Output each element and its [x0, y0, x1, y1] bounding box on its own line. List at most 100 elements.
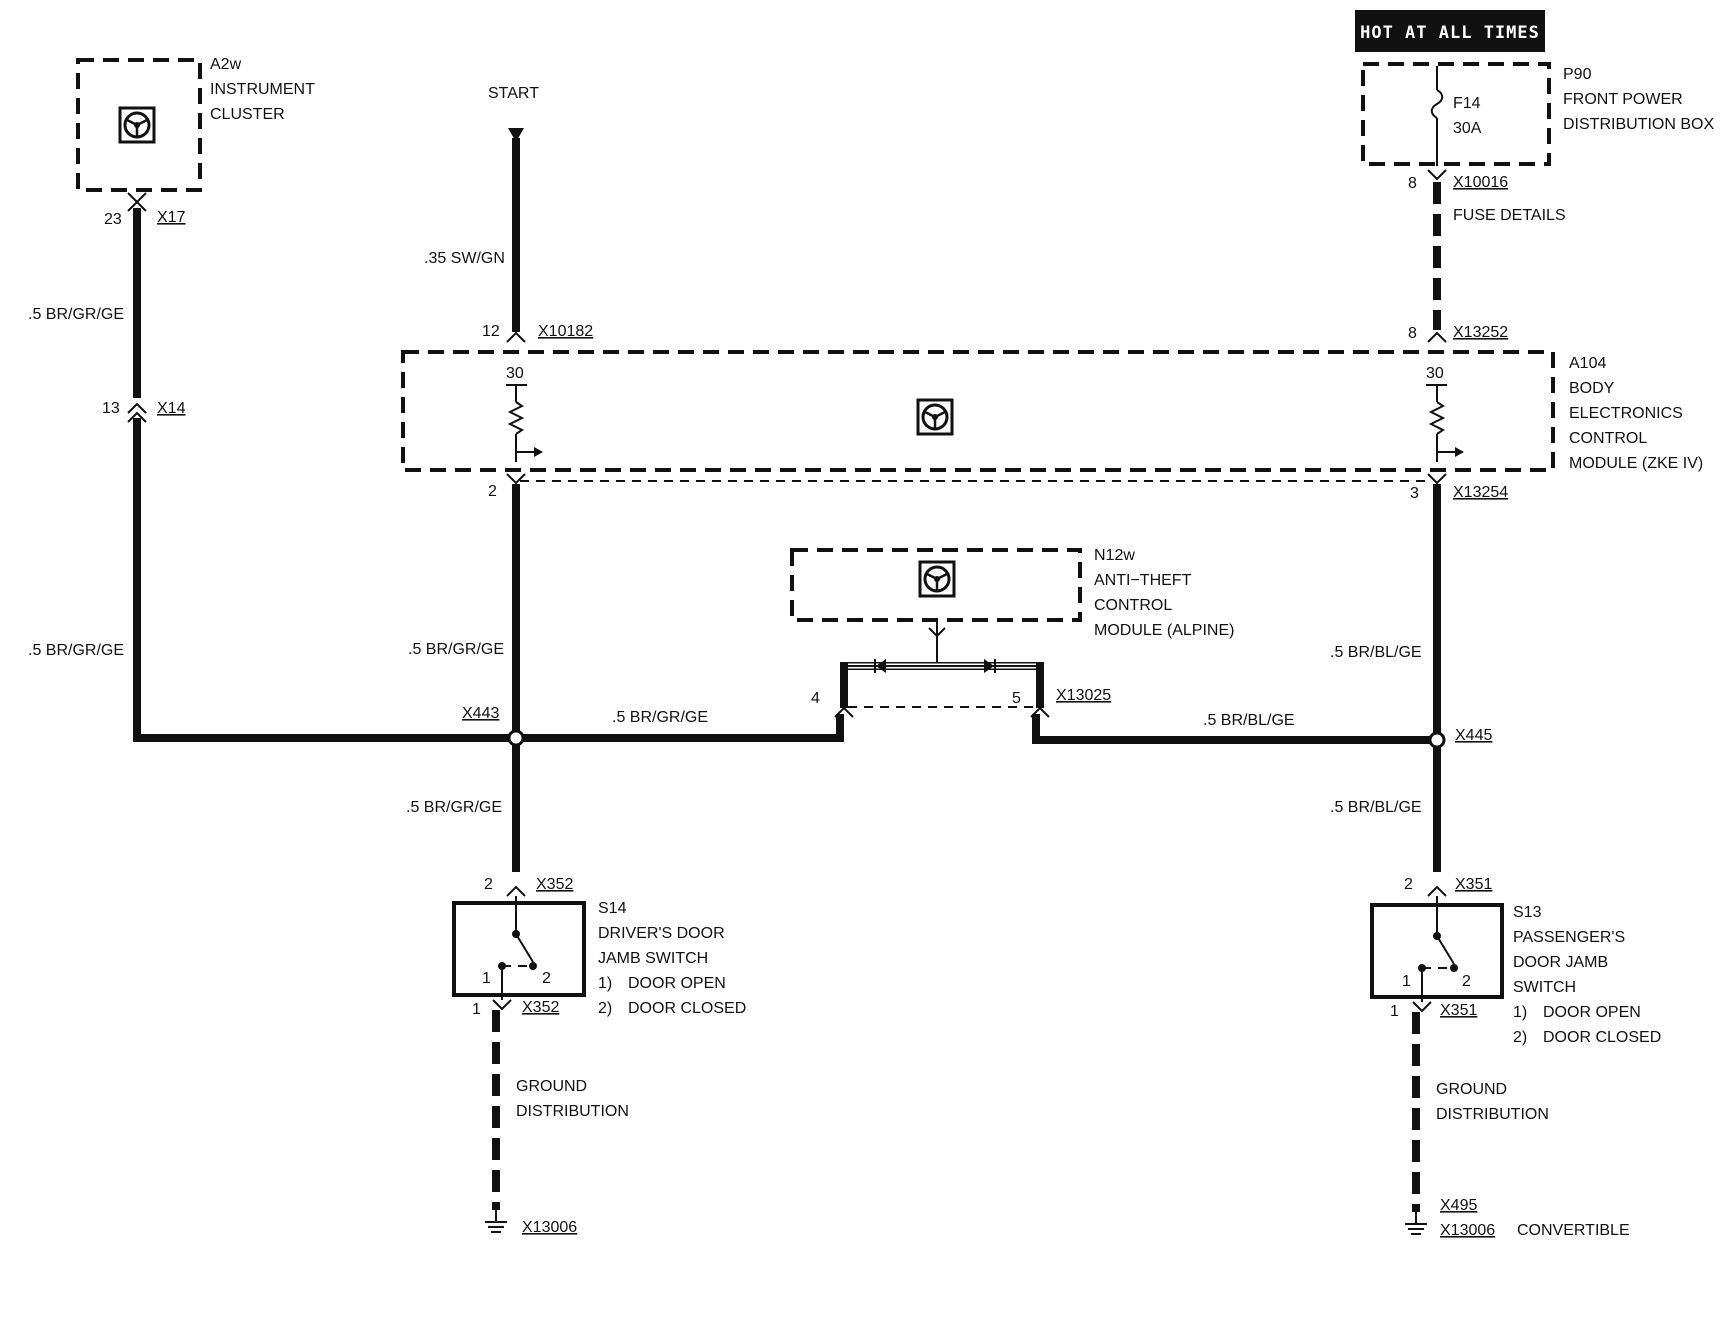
body-module-line1: BODY — [1569, 380, 1615, 397]
steering-wheel-icon — [118, 106, 156, 144]
splice-x445-label: X445 — [1455, 727, 1492, 744]
wire-body-left-label: .5 BR/GR/GE — [408, 641, 504, 658]
wire-x443-to-antitheft-label: .5 BR/GR/GE — [612, 709, 708, 726]
connector-x10182-label: X10182 — [538, 323, 593, 340]
body-module-line4: MODULE (ZKE IV) — [1569, 455, 1703, 472]
steering-wheel-icon — [916, 398, 954, 436]
body-electronics-module: 30 30 A104 BODY ELECTRONICS CONTROL MODU… — [401, 350, 1703, 482]
anti-theft-bus — [840, 662, 1044, 708]
wire-x443-to-antitheft — [516, 714, 844, 742]
connector-x352-top: 2 X352 — [484, 876, 573, 897]
connector-x13254-pin: 3 — [1410, 485, 1419, 502]
body-module-id: A104 — [1569, 355, 1606, 372]
connector-x10016: 8 X10016 — [1408, 169, 1508, 192]
connector-x17-label: X17 — [157, 209, 186, 226]
passenger-switch-line3: SWITCH — [1513, 979, 1576, 996]
connector-x352-top-label: X352 — [536, 876, 573, 893]
connector-x13254: 3 X13254 — [1410, 473, 1508, 502]
module-pin-right: 30 — [1426, 365, 1444, 382]
connector-x352-bottom-pin: 1 — [472, 1001, 481, 1018]
ground-icon — [485, 1210, 507, 1233]
connector-x14-label: X14 — [157, 400, 186, 417]
anti-theft-line3: MODULE (ALPINE) — [1094, 622, 1234, 639]
passenger-switch-pos2: 2 — [1462, 973, 1471, 990]
power-box-name2: DISTRIBUTION BOX — [1563, 116, 1714, 133]
connector-x13025-pin-right: 5 — [1012, 690, 1021, 707]
passenger-switch-line2: DOOR JAMB — [1513, 954, 1608, 971]
wire-cluster-upper-label: .5 BR/GR/GE — [28, 306, 124, 323]
fuse-id: F14 — [1453, 95, 1481, 112]
wire-x445-to-passenger-label: .5 BR/BL/GE — [1330, 799, 1422, 816]
splice-x445: X445 — [1428, 727, 1492, 749]
driver-switch-pos2: 2 — [542, 970, 551, 987]
instrument-cluster-name2: CLUSTER — [210, 106, 285, 123]
connector-x14: 13 X14 — [102, 400, 186, 423]
splice-x443-label: X443 — [462, 705, 499, 722]
ground-icon — [1405, 1212, 1427, 1235]
diode-left-icon — [876, 659, 886, 673]
connector-x352-bottom: 1 X352 — [472, 999, 559, 1018]
body-module-line3: CONTROL — [1569, 430, 1647, 447]
connector-x14-pin: 13 — [102, 400, 120, 417]
instrument-cluster-id: A2w — [210, 56, 242, 73]
wire-cluster-lower — [133, 418, 515, 742]
switch-lever-icon — [1436, 935, 1455, 965]
fuse-icon — [1430, 89, 1444, 119]
connector-x13025-pin-left: 4 — [811, 690, 820, 707]
driver-switch-line1: DRIVER'S DOOR — [598, 925, 725, 942]
power-banner: HOT AT ALL TIMES — [1355, 10, 1545, 52]
splice-x443: X443 — [462, 705, 525, 747]
passenger-switch-line1: PASSENGER'S — [1513, 929, 1625, 946]
connector-x13252: 8 X13252 — [1408, 324, 1508, 343]
internal-relay-right: 30 — [1426, 365, 1464, 462]
power-distribution-box: F14 30A P90 FRONT POWER DISTRIBUTION BOX — [1361, 62, 1714, 166]
module-pin-left: 30 — [506, 365, 524, 382]
connector-x352-bottom-label: X352 — [522, 999, 559, 1016]
connector-x10182-pin: 12 — [482, 323, 500, 340]
ground-left-label: X13006 — [522, 1219, 577, 1236]
switch-lever-icon — [515, 933, 534, 963]
connector-x351-top-label: X351 — [1455, 876, 1492, 893]
body-module-line2: ELECTRONICS — [1569, 405, 1683, 422]
passenger-switch-opt2: DOOR CLOSED — [1543, 1029, 1661, 1046]
wire-start-label: .35 SW/GN — [424, 250, 505, 267]
driver-switch-id: S14 — [598, 900, 627, 917]
wire-antitheft-to-x445 — [1032, 714, 1437, 744]
connector-x13252-label: X13252 — [1453, 324, 1508, 341]
connector-x10016-label: X10016 — [1453, 174, 1508, 191]
resistor-icon — [507, 401, 525, 435]
connector-x10182: 12 X10182 — [482, 323, 593, 343]
steering-wheel-icon — [918, 560, 956, 598]
instrument-cluster-name: INSTRUMENT — [210, 81, 315, 98]
power-box-id: P90 — [1563, 66, 1592, 83]
fuse-details-label: FUSE DETAILS — [1453, 207, 1566, 224]
power-banner-text: HOT AT ALL TIMES — [1360, 23, 1540, 43]
anti-theft-module: N12w ANTI−THEFT CONTROL MODULE (ALPINE) — [790, 547, 1234, 708]
wire-body-right-label: .5 BR/BL/GE — [1330, 644, 1422, 661]
ground-right-note: CONVERTIBLE — [1517, 1222, 1630, 1239]
anti-theft-id: N12w — [1094, 547, 1135, 564]
connector-x351-top: 2 X351 — [1404, 876, 1492, 897]
driver-switch-opt2-num: 2) — [598, 1000, 612, 1017]
ground-left-line1: GROUND — [516, 1078, 587, 1095]
ground-right-label: X13006 — [1440, 1222, 1495, 1239]
driver-door-switch: 1 2 S14 DRIVER'S DOOR JAMB SWITCH 1) DOO… — [452, 896, 746, 1017]
anti-theft-line2: CONTROL — [1094, 597, 1172, 614]
wire-cluster-lower-label: .5 BR/GR/GE — [28, 642, 124, 659]
connector-x17-pin: 23 — [104, 211, 122, 228]
diode-right-icon — [984, 659, 994, 673]
connector-body-left-out: 2 — [488, 473, 526, 500]
connector-x352-top-pin: 2 — [484, 876, 493, 893]
power-box-name: FRONT POWER — [1563, 91, 1683, 108]
connector-x351-top-pin: 2 — [1404, 876, 1413, 893]
wire-antitheft-to-x445-label: .5 BR/BL/GE — [1203, 712, 1295, 729]
internal-relay-left: 30 — [506, 365, 543, 462]
driver-switch-pos1: 1 — [482, 970, 491, 987]
ground-right-line1: GROUND — [1436, 1081, 1507, 1098]
connector-x13025: 4 5 X13025 — [811, 687, 1111, 718]
driver-switch-line2: JAMB SWITCH — [598, 950, 708, 967]
driver-switch-opt2: DOOR CLOSED — [628, 1000, 746, 1017]
ground-right-line2: DISTRIBUTION — [1436, 1106, 1549, 1123]
start-label: START — [488, 85, 539, 102]
